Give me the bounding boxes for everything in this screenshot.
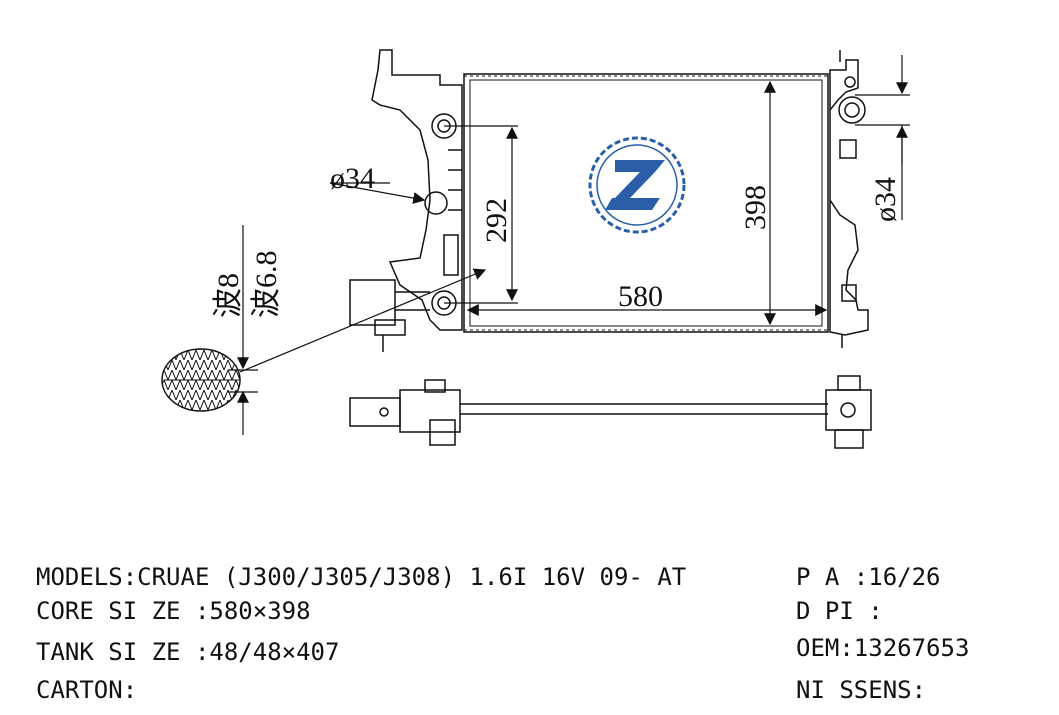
oem-line: OEM:13267653: [796, 634, 970, 662]
fin-detail: [161, 348, 241, 412]
width-dimension: 580: [618, 280, 663, 313]
pa-line: P A :16/26: [796, 563, 941, 591]
ze-logo: [588, 136, 686, 234]
dimension-lines: [228, 55, 910, 435]
fin-pitch-label-1: 波8: [212, 273, 245, 318]
outlet-diameter-label: ø34: [869, 177, 902, 222]
left-tank: [349, 49, 463, 352]
right-tank: [829, 50, 869, 348]
fin-pitch-label-2: 波6.8: [250, 251, 283, 319]
inner-height-dimension: 292: [480, 198, 513, 243]
height-dimension: 398: [739, 185, 772, 230]
tank-size-line: TANK SI ZE :48/48×407: [36, 638, 340, 666]
inlet-diameter-label: ø34: [330, 162, 375, 195]
radiator-core: [463, 73, 829, 333]
dpi-line: D PI :: [796, 597, 883, 625]
bottom-view: [349, 375, 872, 449]
carton-line: CARTON:: [36, 676, 138, 704]
core-size-line: CORE SI ZE :580×398: [36, 597, 311, 625]
models-line: MODELS:CRUAE (J300/J305/J308) 1.6I 16V 0…: [36, 563, 687, 591]
nissens-line: NI SSENS:: [796, 676, 927, 704]
